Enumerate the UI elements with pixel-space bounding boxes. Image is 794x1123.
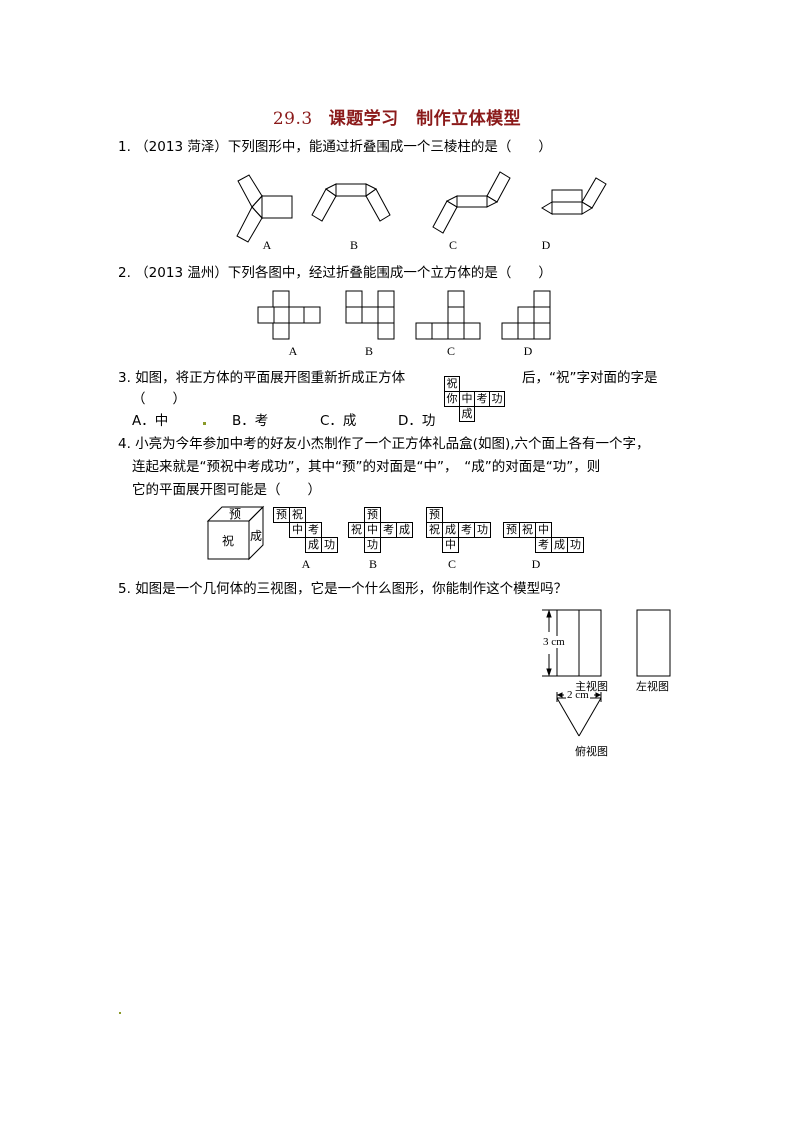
q4-net-cell: 成 [305,537,322,553]
q4-net-cell: 中 [535,522,552,538]
question-5-text: 5. 如图是一个几何体的三视图，它是一个什么图形，你能制作这个模型吗？ [118,581,568,597]
q4-net-cell: 成 [442,522,459,538]
question-3-text-part2: 后，“祝”字对面的字是 [522,370,658,386]
question-4-text-line2: 连起来就是“预祝中考成功”，其中“预”的对面是“中”， “成”的对面是“功”，则 [132,459,601,475]
q4-net-cell: 祝 [348,522,365,538]
q3-net-cell: 考 [474,391,490,407]
q4-net-cell: 成 [396,522,413,538]
q3-net-cell-top: 祝 [444,376,460,392]
q5-height-dimension: 3 cm [543,636,565,648]
q2-label-d: D [523,344,533,358]
q4-net-cell: 考 [380,522,397,538]
q5-front-view-label: 主视图 [575,680,608,693]
question-4-text-line3: 它的平面展开图可能是（ ） [132,482,321,498]
q3-net-cell-bottom: 成 [459,406,475,422]
q3-net-cell: 中 [459,391,475,407]
q4-net-cell: 功 [364,537,381,553]
q5-left-view [636,609,671,677]
q1-net-c [432,171,511,234]
q4-net-cell: 功 [321,537,338,553]
q4-net-cell: 中 [442,537,459,553]
q4-net-cell: 中 [364,522,381,538]
q3-cube-net: 祝 你 中 考 功 成 [444,376,520,424]
q3-option-c: C．成 [320,413,357,429]
question-3-answer-blank: （ ） [132,391,186,407]
q2-net-b [345,290,395,340]
q4-net-cell: 预 [503,522,520,538]
question-4-text-line1: 4. 小亮为今年参加中考的好友小杰制作了一个正方体礼品盒(如图),六个面上各有一… [118,436,650,452]
q2-net-a [257,290,321,340]
q2-cube-nets-figure [257,290,551,340]
q4-net-d: 预 祝 中 考 成 功 [503,522,588,557]
q4-net-cell: 成 [551,537,568,553]
q3-net-cell: 功 [489,391,505,407]
q4-net-cell: 考 [305,522,322,538]
q1-net-d [541,177,607,215]
q5-top-view [556,692,602,737]
q4-label-d: D [531,557,541,571]
section-number: 29.3 [272,109,313,129]
q1-net-a [236,174,293,243]
q3-net-cell: 你 [444,391,460,407]
q4-net-cell: 祝 [426,522,443,538]
q4-net-cell: 功 [567,537,584,553]
q2-net-d [501,290,551,340]
q4-net-b: 预 祝 中 考 成 功 [348,507,418,557]
q4-net-cell: 祝 [519,522,536,538]
q2-label-a: A [288,344,298,358]
q5-width-dimension: 2 cm [566,689,590,701]
q4-cube-top-face: 预 [229,507,242,521]
q4-label-a: A [301,557,311,571]
q1-net-b [311,183,391,222]
q4-net-cell: 中 [289,522,306,538]
q2-label-b: B [364,344,373,358]
q4-net-cell: 祝 [289,507,306,523]
q4-net-cell: 功 [474,522,491,538]
q1-prism-nets-figure [236,171,607,243]
q4-label-b: B [368,557,377,571]
q4-net-c: 预 祝 成 考 功 中 [426,507,496,557]
q3-option-a: A．中 [132,413,169,429]
q5-top-view-label: 俯视图 [575,745,608,758]
q3-option-b: B．考 [232,413,269,429]
question-2-text: 2. （2013 温州）下列各图中，经过折叠能围成一个立方体的是（ ） [118,265,552,281]
page-title: 29.3 课题学习 制作立体模型 [0,104,794,129]
decorative-dot [203,422,206,425]
question-1-text: 1. （2013 菏泽）下列图形中，能通过折叠围成一个三棱柱的是（ ） [118,139,552,155]
q1-label-b: B [349,238,358,252]
decorative-dot [119,1012,121,1014]
q4-net-cell: 预 [273,507,290,523]
q4-net-a: 预 祝 中 考 成 功 [273,507,353,557]
q1-label-c: C [448,238,457,252]
q4-cube-front-face: 祝 [222,534,235,548]
q4-gift-cube [206,505,265,561]
q4-net-cell: 预 [364,507,381,523]
q4-net-cell: 预 [426,507,443,523]
q2-label-c: C [446,344,455,358]
question-3-text-part1: 3. 如图，将正方体的平面展开图重新折成正方体 [118,370,406,386]
q3-option-d: D．功 [398,413,436,429]
section-title: 课题学习 制作立体模型 [328,109,522,129]
q5-left-view-label: 左视图 [636,680,669,693]
q4-label-c: C [447,557,456,571]
q1-label-d: D [541,238,551,252]
q4-net-cell: 考 [535,537,552,553]
q4-cube-side-face: 成 [250,529,263,543]
q1-label-a: A [262,238,272,252]
q2-net-c [415,290,481,340]
q4-net-cell: 考 [458,522,475,538]
